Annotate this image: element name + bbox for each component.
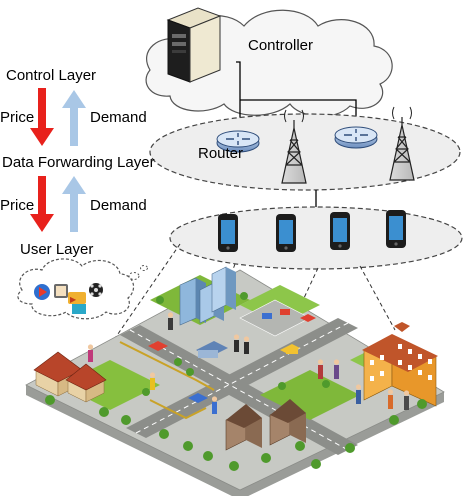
user-layer-label: User Layer (20, 241, 94, 258)
controller-label: Controller (248, 37, 314, 54)
smartphone-icon (386, 210, 406, 248)
cell-tower-icon (281, 109, 307, 184)
router-icon (216, 130, 260, 153)
thought-bubble-icon: ▶ (17, 258, 148, 320)
user-layer-ellipse (169, 206, 463, 270)
people (87, 312, 410, 414)
svg-text:▶: ▶ (70, 295, 77, 304)
demand-arrow-upper (62, 90, 86, 146)
office-towers (179, 266, 236, 326)
price-arrow-upper (30, 88, 54, 146)
price-label-upper: Price (0, 109, 35, 126)
apartment-building (362, 322, 438, 407)
demand-label-upper: Demand (90, 109, 147, 126)
media-icon: ▶ (34, 283, 103, 314)
price-arrow-lower (30, 176, 54, 232)
house-group (33, 351, 107, 403)
trees (45, 292, 427, 471)
smartphone-icon (218, 214, 238, 252)
server-icon (166, 7, 222, 83)
city-scene (25, 266, 445, 500)
router-label: Router (198, 145, 244, 162)
price-label-lower: Price (0, 197, 35, 214)
cell-tower-icon (389, 106, 415, 181)
router-icon (334, 126, 378, 149)
demand-label-lower: Demand (90, 197, 147, 214)
smartphone-icon (330, 212, 350, 250)
demand-arrow-lower (62, 176, 86, 232)
vehicles (148, 314, 316, 403)
townhouses (225, 399, 306, 451)
control-layer-label: Control Layer (6, 67, 97, 84)
forwarding-layer-label: Data Forwarding Layer (2, 154, 155, 171)
smartphone-icon (276, 214, 296, 252)
